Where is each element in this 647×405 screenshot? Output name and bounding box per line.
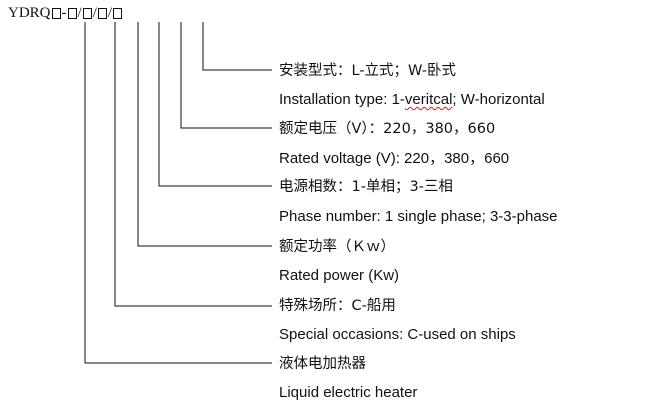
rated-voltage-cn: 额定电压（V）：220，380，660 xyxy=(279,121,496,137)
special-occasions-cn: 特殊场所：C-船用 xyxy=(279,298,396,314)
model-code: YDRQ - / / / xyxy=(8,4,123,22)
code-separator: / xyxy=(77,5,82,21)
code-separator: - xyxy=(61,5,67,21)
model-prefix: YDRQ xyxy=(8,5,51,21)
code-box-phase xyxy=(82,7,92,19)
installation-type-cn: 安装型式：L-立式；W-卧式 xyxy=(279,63,457,79)
leader-line-installation xyxy=(202,22,272,71)
code-separator: / xyxy=(107,5,113,21)
product-name-cn: 液体电加热器 xyxy=(279,356,366,372)
leader-line-special xyxy=(114,22,272,307)
installation-type-en: Installation type: 1-veritcal; W-horizon… xyxy=(279,91,545,109)
leader-line-heater xyxy=(84,22,272,364)
rated-power-cn: 额定功率（Ｋｗ） xyxy=(279,239,395,255)
special-occasions-en: Special occasions: C-used on ships xyxy=(279,326,516,343)
code-box-voltage xyxy=(97,7,107,19)
installation-type-en-end: ; W-horizontal xyxy=(452,91,545,108)
code-separator: / xyxy=(92,5,97,21)
rated-voltage-en: Rated voltage (V): 220，380，660 xyxy=(279,150,510,167)
spellcheck-flagged-word: veritcal xyxy=(404,91,453,108)
phase-number-en: Phase number: 1 single phase; 3-3-phase xyxy=(279,208,558,225)
phase-number-cn: 电源相数：1-单相；3-三相 xyxy=(279,179,453,195)
product-name-en: Liquid electric heater xyxy=(279,384,418,401)
leader-line-power xyxy=(137,22,272,247)
leader-line-phase xyxy=(158,22,272,187)
installation-type-en-start: Installation type: 1- xyxy=(279,91,405,108)
code-box-special xyxy=(51,7,61,19)
rated-power-en: Rated power (Kw) xyxy=(279,267,400,284)
leader-line-voltage xyxy=(180,22,272,129)
code-box-power xyxy=(67,7,77,19)
code-box-installation xyxy=(113,7,123,19)
